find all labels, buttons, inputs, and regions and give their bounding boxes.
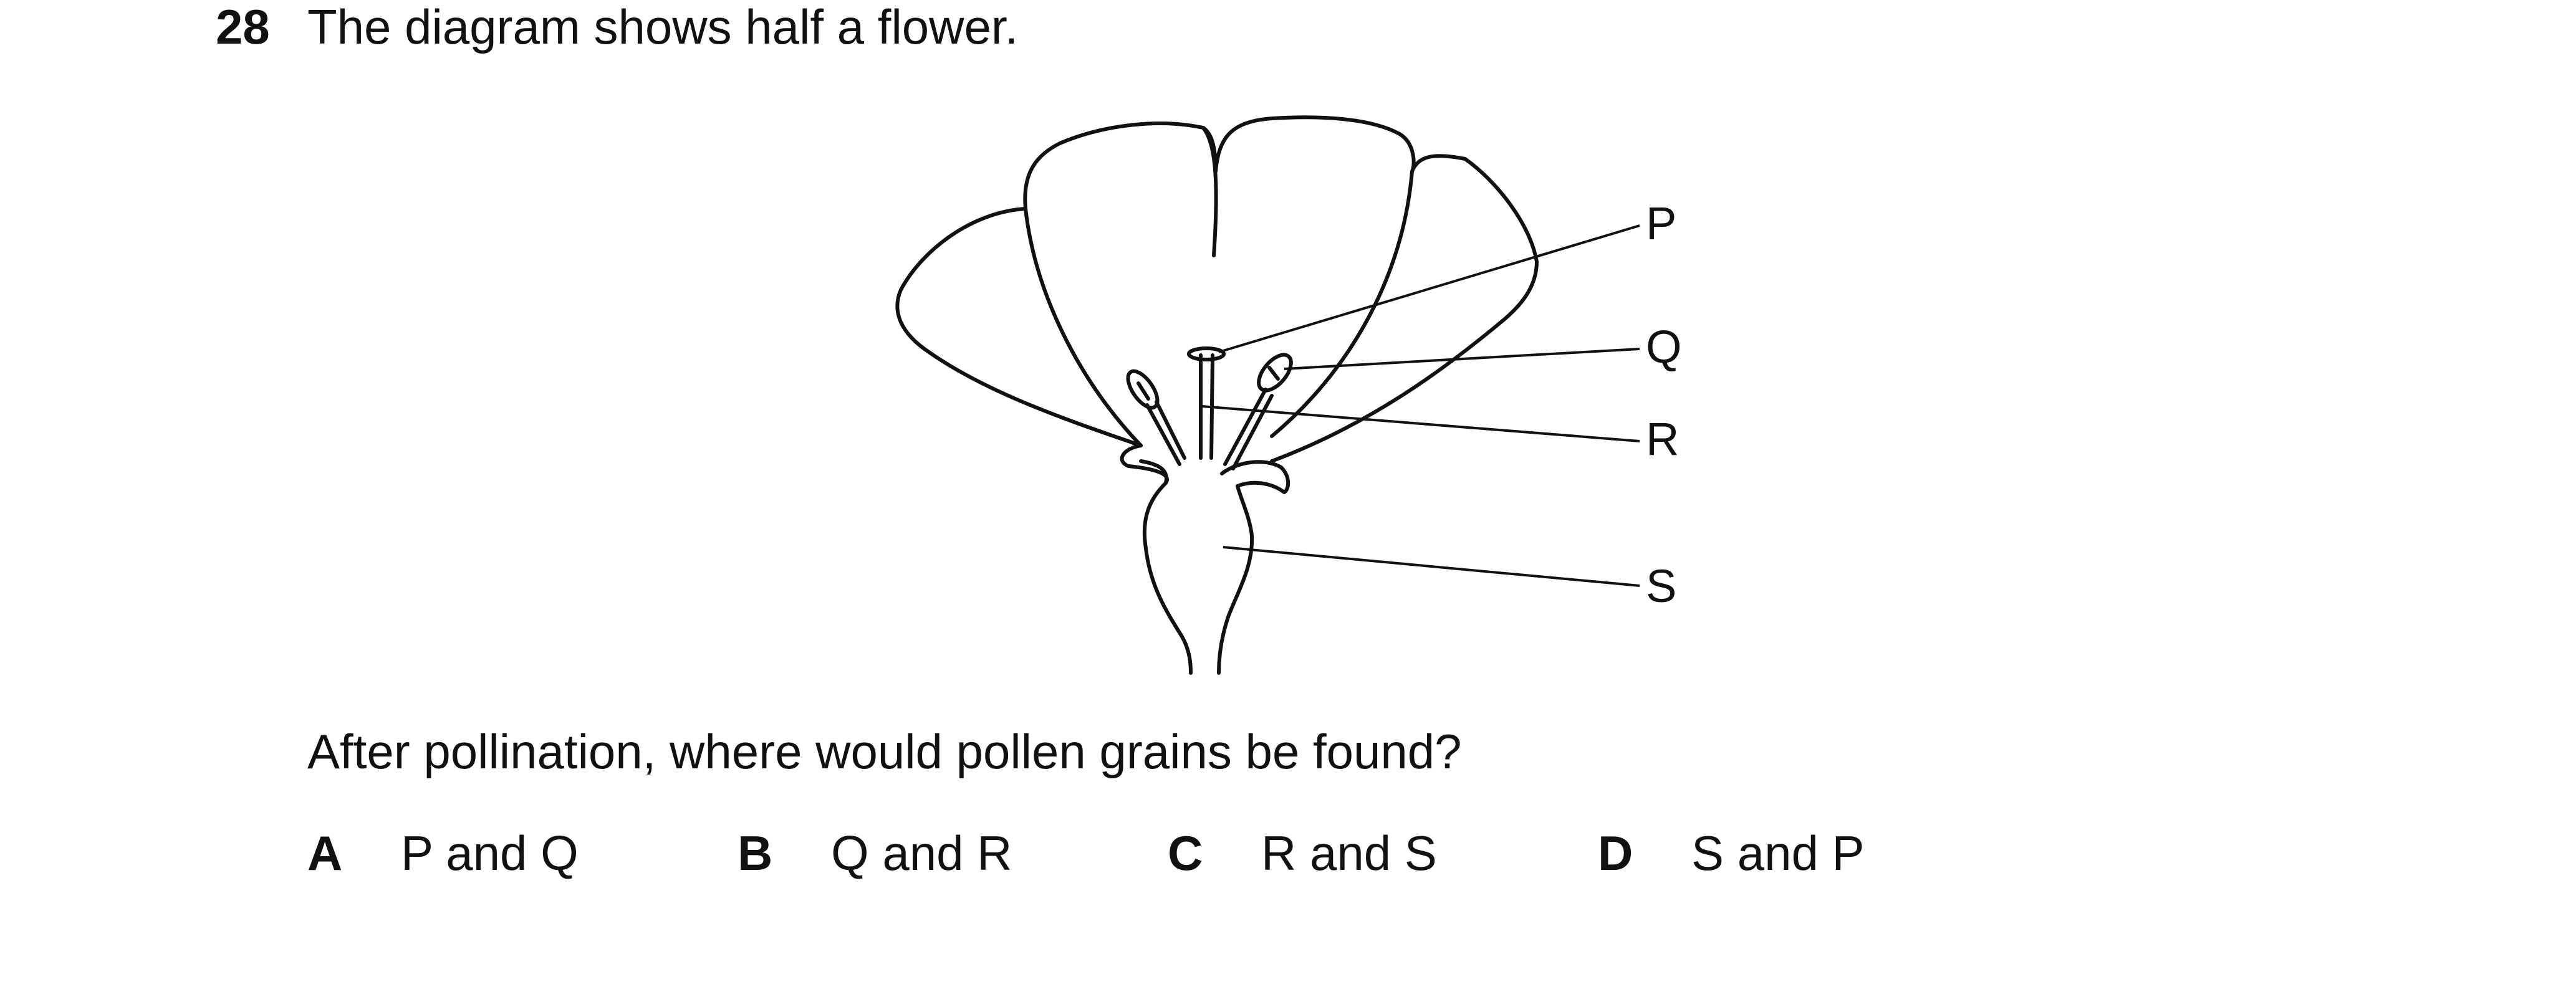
option-d[interactable]: D S and P: [1598, 829, 1865, 877]
petal-right-middle-inner: [1270, 169, 1414, 438]
option-text: Q and R: [831, 826, 1012, 880]
question-number: 28: [216, 0, 270, 54]
label-s: S: [1646, 560, 1676, 612]
label-r: R: [1646, 413, 1679, 465]
option-text: R and S: [1261, 826, 1437, 880]
label-p: P: [1646, 198, 1676, 249]
anther-right: [1257, 353, 1293, 393]
receptacle-right: [1217, 460, 1290, 675]
petal-left: [895, 207, 1143, 447]
stamen-right-filament: [1223, 388, 1267, 466]
question-text: The diagram shows half a flower.: [307, 0, 1019, 54]
petal-right-middle: [1214, 115, 1416, 173]
leader-line-q: [1284, 348, 1640, 370]
option-letter: D: [1598, 826, 1633, 880]
receptacle-left: [1120, 444, 1193, 675]
stamen-left-filament: [1145, 403, 1181, 466]
option-text: S and P: [1691, 826, 1865, 880]
anther-left: [1126, 369, 1160, 410]
half-flower-diagram: P Q R S: [895, 115, 1682, 675]
petal-right: [1270, 154, 1539, 463]
question-prompt: After pollination, where would pollen gr…: [307, 724, 1462, 779]
petal-left-middle-inner: [1024, 207, 1143, 447]
option-a[interactable]: A P and Q: [307, 829, 579, 877]
option-letter: C: [1168, 826, 1203, 880]
petal-left-middle: [1023, 122, 1218, 211]
option-b[interactable]: B Q and R: [738, 829, 1012, 877]
option-letter: A: [307, 826, 343, 880]
option-text: P and Q: [401, 826, 579, 880]
leader-line-r: [1201, 405, 1640, 442]
stigma: [1187, 346, 1226, 361]
label-q: Q: [1646, 321, 1682, 373]
option-c[interactable]: C R and S: [1168, 829, 1437, 877]
option-letter: B: [738, 826, 773, 880]
leader-line-p: [1218, 224, 1640, 353]
leader-line-s: [1223, 546, 1640, 587]
